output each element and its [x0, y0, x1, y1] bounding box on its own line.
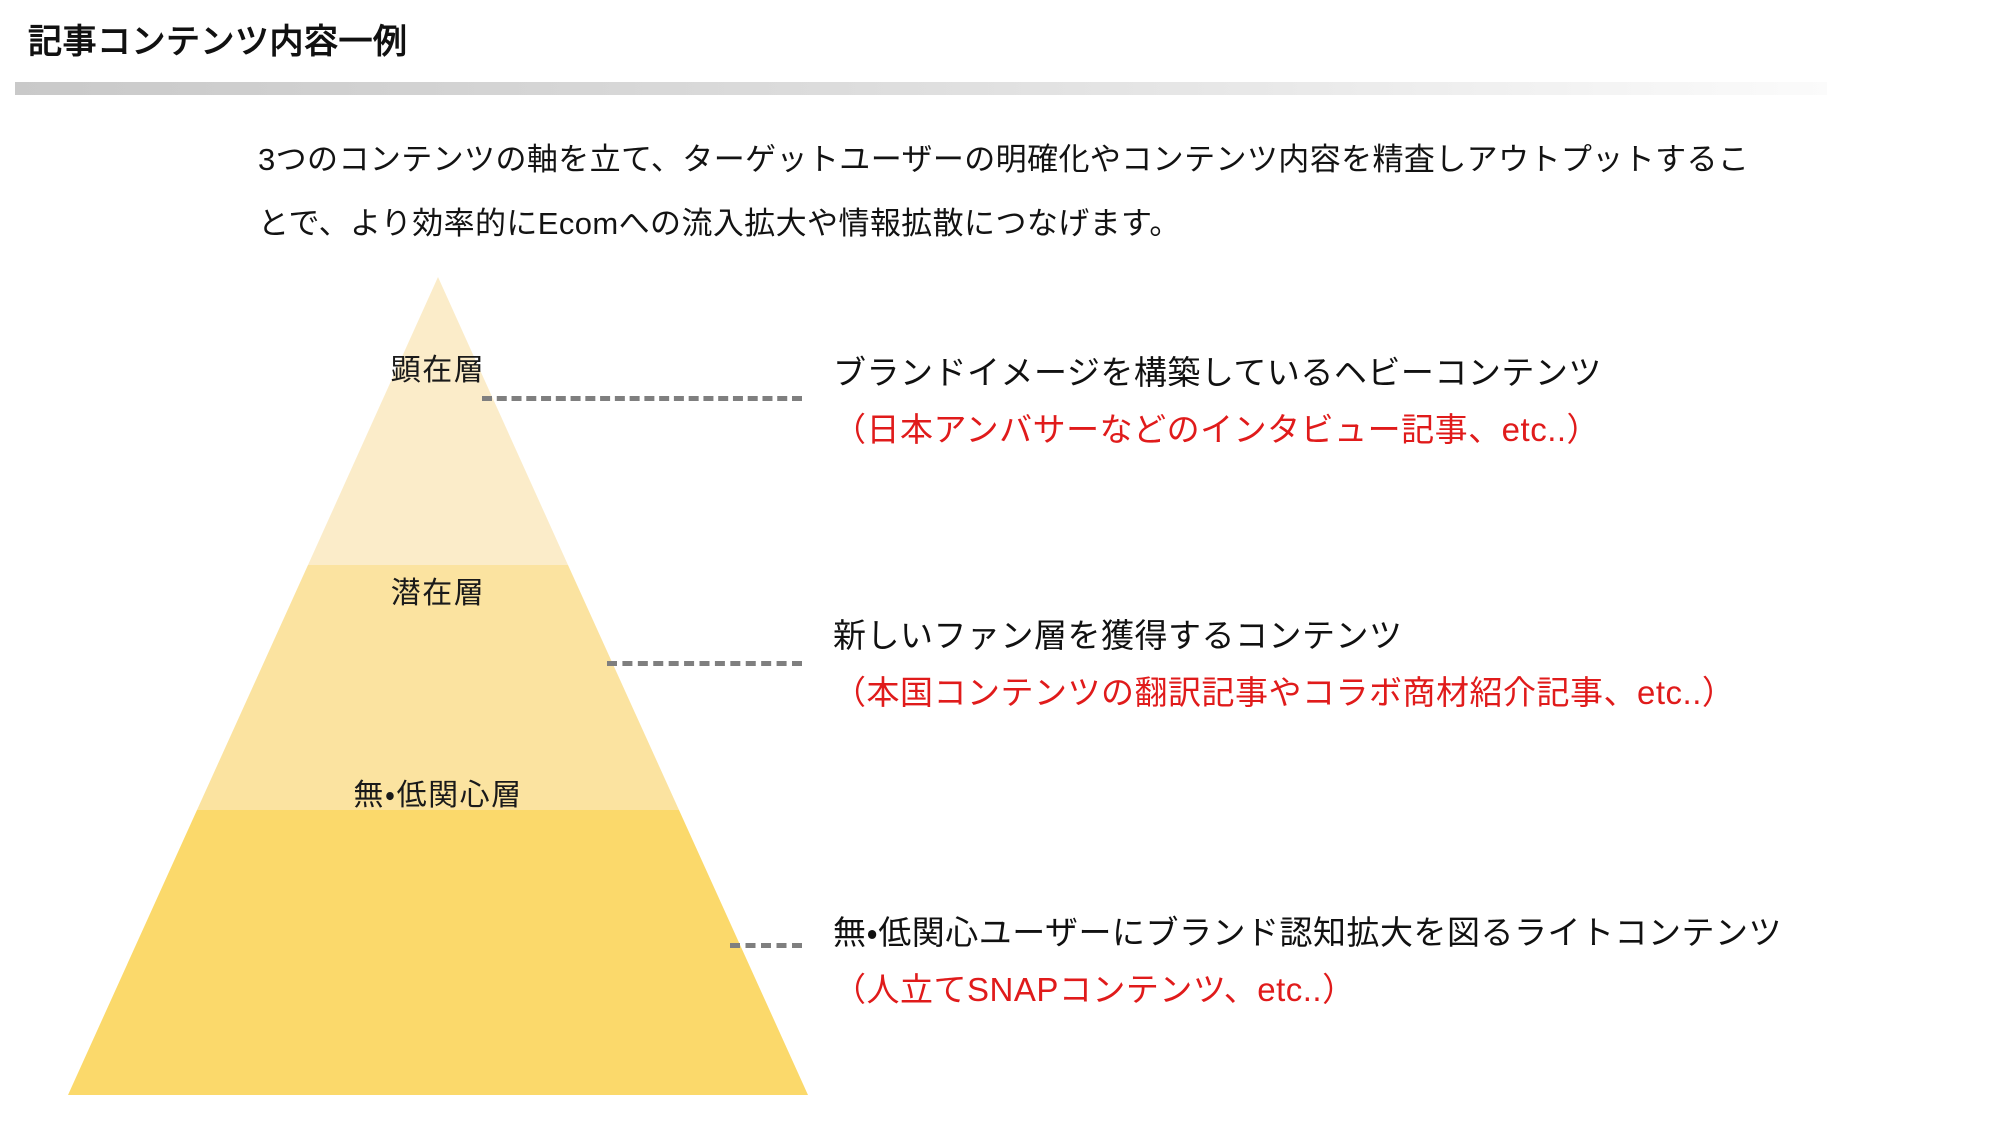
connector-line-bottom	[730, 943, 802, 948]
pyramid-tier-label-middle: 潜在層	[390, 577, 486, 610]
annotation-heading: 新しいファン層を獲得するコンテンツ	[833, 617, 1403, 654]
annotation-heading: ブランドイメージを構築しているヘビーコンテンツ	[833, 354, 1602, 391]
annotation-top: ブランドイメージを構築しているヘビーコンテンツ （日本アンバサーなどのインタビュ…	[833, 345, 1602, 459]
pyramid-tier-middle	[197, 565, 679, 810]
annotation-detail: （本国コンテンツの翻訳記事やコラボ商材紹介記事、etc..）	[833, 674, 1736, 711]
pyramid-diagram: 顕在層 潜在層 無・低関心層	[0, 250, 900, 1120]
pyramid-tier-label-top: 顕在層	[390, 354, 486, 387]
pyramid-tier-top	[308, 277, 568, 565]
connector-line-top	[482, 396, 802, 401]
title-divider	[15, 82, 1827, 95]
connector-line-middle	[607, 661, 802, 666]
annotation-bottom: 無・低関心ユーザーにブランド認知拡大を図るライトコンテンツ （人立てSNAPコン…	[833, 905, 1782, 1019]
pyramid-tier-label-bottom: 無・低関心層	[353, 779, 523, 812]
page-title: 記事コンテンツ内容一例	[28, 23, 408, 61]
annotation-heading: 無・低関心ユーザーにブランド認知拡大を図るライトコンテンツ	[833, 914, 1783, 951]
annotation-detail: （人立てSNAPコンテンツ、etc..）	[833, 971, 1356, 1008]
annotation-middle: 新しいファン層を獲得するコンテンツ （本国コンテンツの翻訳記事やコラボ商材紹介記…	[833, 608, 1735, 722]
pyramid-tier-bottom	[68, 810, 808, 1095]
annotation-detail: （日本アンバサーなどのインタビュー記事、etc..）	[833, 411, 1601, 448]
lead-paragraph: 3つのコンテンツの軸を立て、ターゲットユーザーの明確化やコンテンツ内容を精査しア…	[258, 142, 1750, 241]
